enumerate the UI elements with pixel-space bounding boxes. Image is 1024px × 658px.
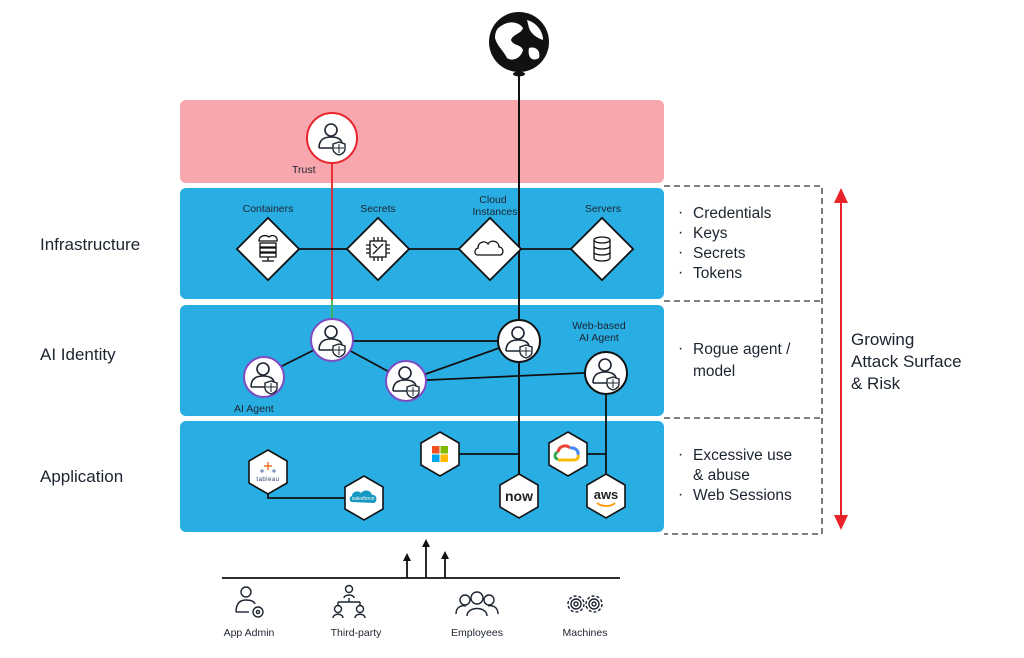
side-label-line1: Growing: [851, 330, 914, 349]
svg-text:·: ·: [678, 446, 683, 463]
admin-gear-icon: [235, 586, 264, 618]
svg-text:tableau: tableau: [256, 477, 279, 483]
cloud-instances-node: [457, 216, 523, 282]
web-agent-label-line1: Web-based: [572, 320, 626, 332]
infrastructure-bullets: · Credentials · Keys · Secrets · Tokens: [678, 204, 772, 282]
trusted-agent-node: [310, 318, 354, 362]
application-band: [180, 421, 664, 532]
ai-identity-band: [180, 305, 664, 416]
persona-label-employees: Employees: [451, 627, 503, 639]
org-chart-icon: [332, 584, 366, 619]
application-bullets: · Excessive use & abuse · Web Sessions: [678, 446, 792, 504]
row-label-application: Application: [40, 467, 123, 486]
agent-node-middle: [385, 360, 427, 402]
internet-agent-node: [497, 319, 541, 363]
svg-text:·: ·: [678, 340, 683, 357]
servicenow-icon: now: [505, 488, 533, 504]
gears-icon: [567, 595, 603, 613]
microsoft-icon: [432, 446, 448, 462]
secrets-node: [345, 216, 411, 282]
ai-agent-label: AI Agent: [234, 403, 274, 415]
container-icon: [258, 234, 278, 262]
salesforce-node: salesforce: [344, 475, 384, 521]
group-icon: [455, 591, 499, 617]
bullet-rogue-agent-line2: model: [693, 363, 735, 380]
ai-identity-bullets: · Rogue agent / model: [678, 340, 791, 380]
cloud-instances-label-line1: Cloud: [479, 194, 507, 206]
secrets-label: Secrets: [360, 203, 396, 215]
persona-label-app-admin: App Admin: [224, 627, 275, 639]
tableau-icon: tableau: [256, 462, 279, 483]
bullet-rogue-agent: Rogue agent /: [693, 341, 791, 358]
persona-label-third-party: Third-party: [331, 627, 383, 639]
bullet-keys: Keys: [693, 225, 728, 242]
ai-agent-node: [243, 356, 285, 398]
web-based-agent-node: [584, 351, 628, 395]
svg-text:·: ·: [678, 486, 683, 503]
side-label-line2: Attack Surface: [851, 352, 962, 371]
bullet-web-sessions: Web Sessions: [693, 487, 792, 504]
bullet-tokens: Tokens: [693, 265, 742, 282]
google-cloud-icon: [553, 444, 580, 462]
salesforce-icon: salesforce: [349, 490, 377, 503]
bullet-secrets: Secrets: [693, 245, 746, 262]
servicenow-node: now: [499, 473, 539, 519]
google-cloud-node: [548, 431, 588, 477]
servers-label: Servers: [585, 203, 621, 215]
trust-band: [180, 100, 664, 183]
trust-label: Trust: [292, 164, 316, 176]
svg-text:·: ·: [678, 204, 683, 221]
side-label-line3: & Risk: [851, 374, 901, 393]
cloud-instances-label-line2: Instances: [473, 206, 518, 218]
dashed-bullet-boxes: [664, 185, 823, 535]
row-label-ai-identity: AI Identity: [40, 345, 116, 364]
globe-icon: [489, 12, 549, 77]
row-label-infrastructure: Infrastructure: [40, 235, 140, 254]
svg-text:aws: aws: [594, 487, 619, 502]
svg-text:·: ·: [678, 264, 683, 281]
web-agent-label-line2: AI Agent: [579, 332, 619, 344]
svg-text:·: ·: [678, 224, 683, 241]
containers-node: [235, 216, 301, 282]
infrastructure-band: [180, 188, 664, 299]
trust-node: [306, 112, 358, 164]
svg-text:·: ·: [678, 244, 683, 261]
persona-label-machines: Machines: [563, 627, 608, 639]
svg-text:salesforce: salesforce: [352, 496, 375, 502]
upward-arrows: [403, 539, 449, 578]
containers-label: Containers: [243, 203, 294, 215]
tableau-node: tableau: [248, 449, 288, 495]
chip-icon: [366, 237, 390, 261]
database-icon: [593, 236, 611, 262]
growing-risk-arrow: [834, 188, 848, 530]
cloud-icon: [474, 240, 504, 256]
bullet-excessive-use-line2: & abuse: [693, 467, 750, 484]
bullet-credentials: Credentials: [693, 205, 772, 222]
aws-icon: aws: [594, 487, 619, 507]
bullet-excessive-use: Excessive use: [693, 447, 792, 464]
aws-node: aws: [586, 473, 626, 519]
microsoft-node: [420, 431, 460, 477]
servers-node: [569, 216, 635, 282]
